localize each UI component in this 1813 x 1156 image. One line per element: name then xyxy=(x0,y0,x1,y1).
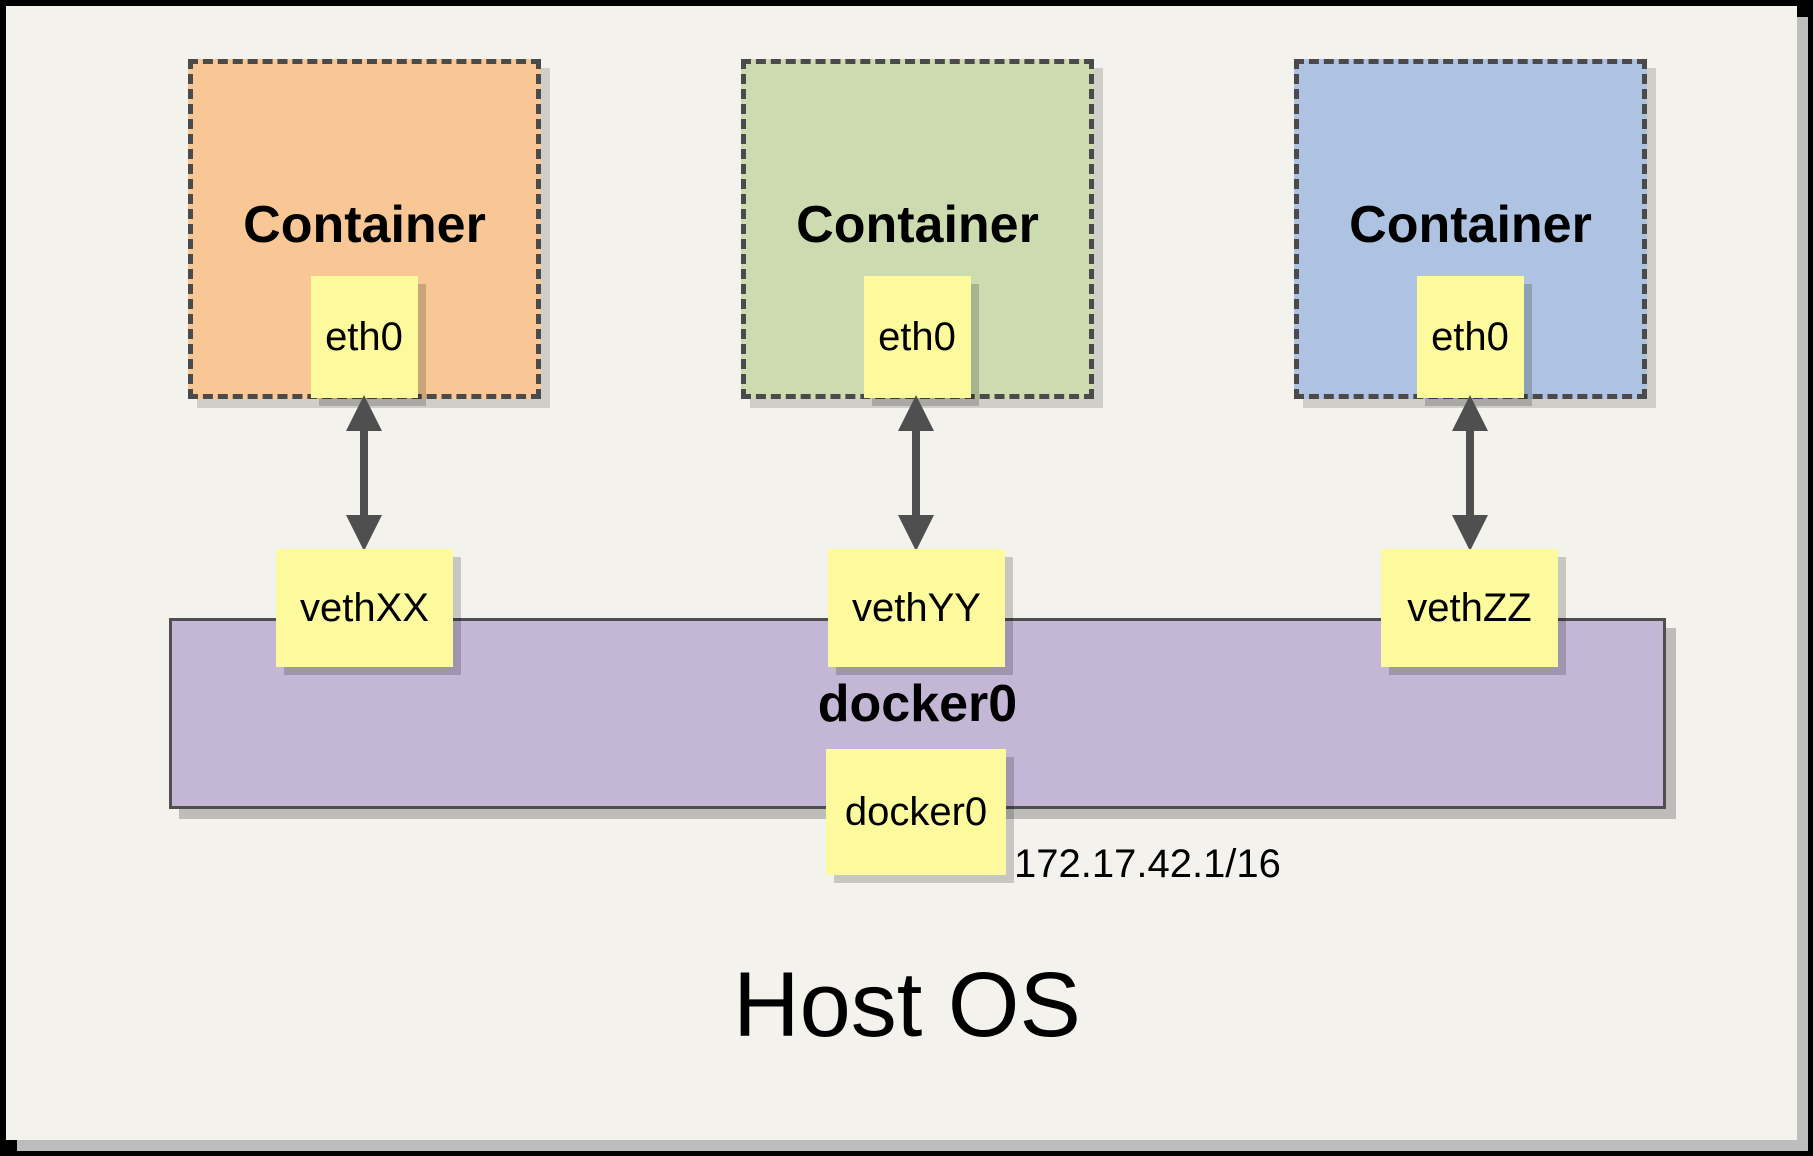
eth0-interface-label: eth0 xyxy=(1431,315,1509,359)
container-title: Container xyxy=(796,196,1039,254)
container-title: Container xyxy=(1349,196,1592,254)
double-arrow-icon xyxy=(896,395,936,551)
host-os-label: Host OS xyxy=(733,954,1081,1056)
vethyy-box: vethYY xyxy=(828,549,1005,667)
container-box-1: Container eth0 xyxy=(188,59,541,399)
container-title: Container xyxy=(243,196,486,254)
bridge-ip-address: 172.17.42.1/16 xyxy=(1014,842,1281,886)
vethxx-label: vethXX xyxy=(300,586,429,630)
eth0-interface-label: eth0 xyxy=(325,315,403,359)
vethyy-label: vethYY xyxy=(852,586,981,630)
docker0-interface-box: docker0 xyxy=(826,749,1006,875)
docker0-bridge-label: docker0 xyxy=(817,675,1018,733)
vethxx-box: vethXX xyxy=(276,549,453,667)
vethzz-label: vethZZ xyxy=(1407,586,1532,630)
eth0-interface-box: eth0 xyxy=(1416,276,1524,398)
docker0-interface-label: docker0 xyxy=(844,790,988,834)
eth0-interface-label: eth0 xyxy=(878,315,956,359)
container-box-3: Container eth0 xyxy=(1294,59,1647,399)
eth0-interface-box: eth0 xyxy=(863,276,971,398)
diagram-canvas: Container eth0 Container eth0 Container … xyxy=(6,6,1797,1140)
eth0-interface-box: eth0 xyxy=(310,276,418,398)
double-arrow-icon xyxy=(344,395,384,551)
double-arrow-icon xyxy=(1450,395,1490,551)
container-box-2: Container eth0 xyxy=(741,59,1094,399)
vethzz-box: vethZZ xyxy=(1381,549,1558,667)
